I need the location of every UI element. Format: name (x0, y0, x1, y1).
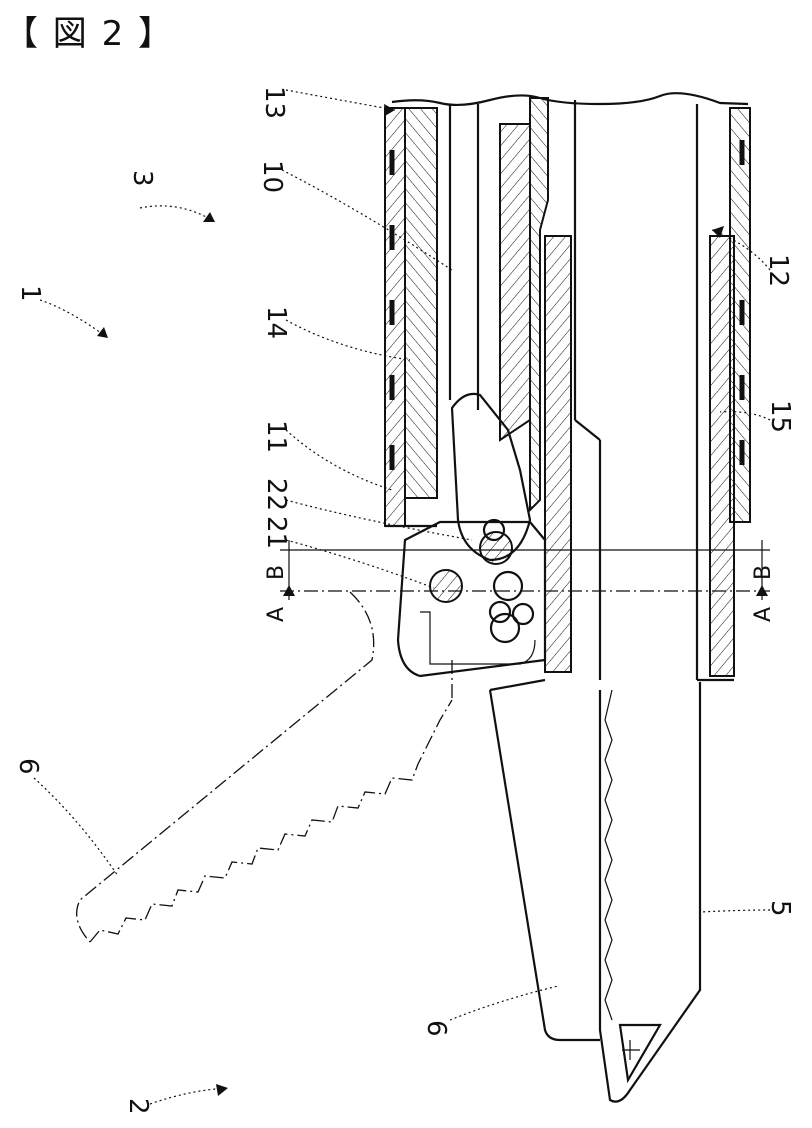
pin-22 (480, 532, 512, 564)
pin-21 (430, 570, 462, 602)
closed-jaw (490, 680, 600, 1040)
label-14: 14 (261, 306, 291, 339)
section-mark-a-left: A (264, 607, 289, 622)
label-2: 2 (123, 1098, 153, 1115)
label-11: 11 (261, 420, 291, 453)
label-21: 21 (261, 516, 291, 549)
label-22: 22 (261, 478, 291, 511)
section-mark-b-left: B (264, 565, 289, 580)
label-5: 5 (765, 900, 795, 917)
label-6-open: 6 (13, 758, 43, 775)
label-12: 12 (763, 254, 793, 287)
label-10: 10 (257, 160, 287, 193)
section-mark-a-right: A (751, 607, 776, 622)
label-15: 15 (765, 400, 795, 433)
open-jaw-phantom (77, 592, 452, 942)
section-mark-b-right: B (751, 565, 776, 580)
label-3: 3 (127, 170, 157, 187)
blade (600, 682, 700, 1102)
label-1: 1 (15, 285, 45, 302)
label-13: 13 (259, 86, 289, 119)
label-6-closed: 6 (421, 1020, 451, 1037)
